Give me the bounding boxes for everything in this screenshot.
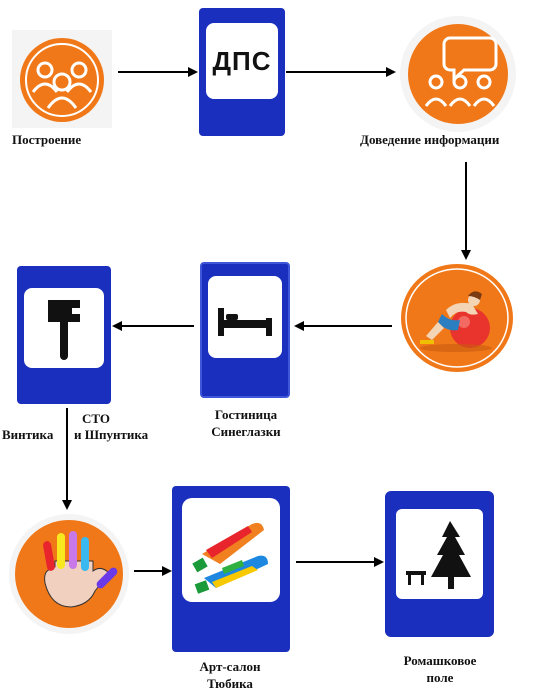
colored-fingers-hand-icon (9, 514, 129, 634)
formation-node (12, 30, 112, 128)
field-label-line1: Ромашковое (403, 653, 477, 668)
hotel-sign-panel (208, 276, 282, 358)
art-label: Арт-салон Тюбика (180, 658, 280, 692)
dps-sign-panel: ДПС (206, 23, 278, 99)
service-label-line2-right: и Шпунтика (74, 427, 149, 442)
field-label-line2: поле (426, 670, 454, 685)
service-label-line2-left: Винтика (2, 427, 54, 442)
picnic-area-road-sign-icon (406, 521, 471, 589)
formation-label: Построение (12, 132, 82, 147)
art-salon-sign (172, 486, 290, 652)
service-station-sign (17, 266, 111, 404)
dps-sign: ДПС (199, 8, 285, 136)
service-label-line1: СТО (82, 411, 110, 426)
service-sign-panel (24, 288, 104, 368)
art-label-line2: Тюбика (207, 676, 253, 691)
briefing-node (398, 14, 518, 134)
group-of-people-icon (20, 38, 104, 122)
hand-node (7, 513, 131, 635)
dps-sign-text: ДПС (212, 45, 272, 76)
people-speech-bubble-icon (400, 16, 516, 132)
field-label: Ромашковое поле (388, 652, 492, 686)
art-label-line1: Арт-салон (199, 659, 261, 674)
paint-tubes-road-sign-icon (192, 522, 268, 594)
woman-fitball-exercise-icon (401, 264, 513, 372)
art-sign-panel (182, 498, 280, 602)
exercise-node (394, 262, 520, 374)
hotel-label-line2: Синеглазки (211, 424, 281, 439)
field-sign (385, 491, 494, 637)
briefing-label: Доведение информации (360, 132, 500, 147)
hotel-sign (200, 262, 290, 398)
wrench-road-sign-icon (48, 300, 80, 360)
hotel-label: Гостиница Синеглазки (196, 406, 296, 440)
hotel-label-line1: Гостиница (214, 407, 278, 422)
field-sign-panel (396, 509, 483, 599)
hotel-bed-road-sign-icon (218, 308, 272, 336)
